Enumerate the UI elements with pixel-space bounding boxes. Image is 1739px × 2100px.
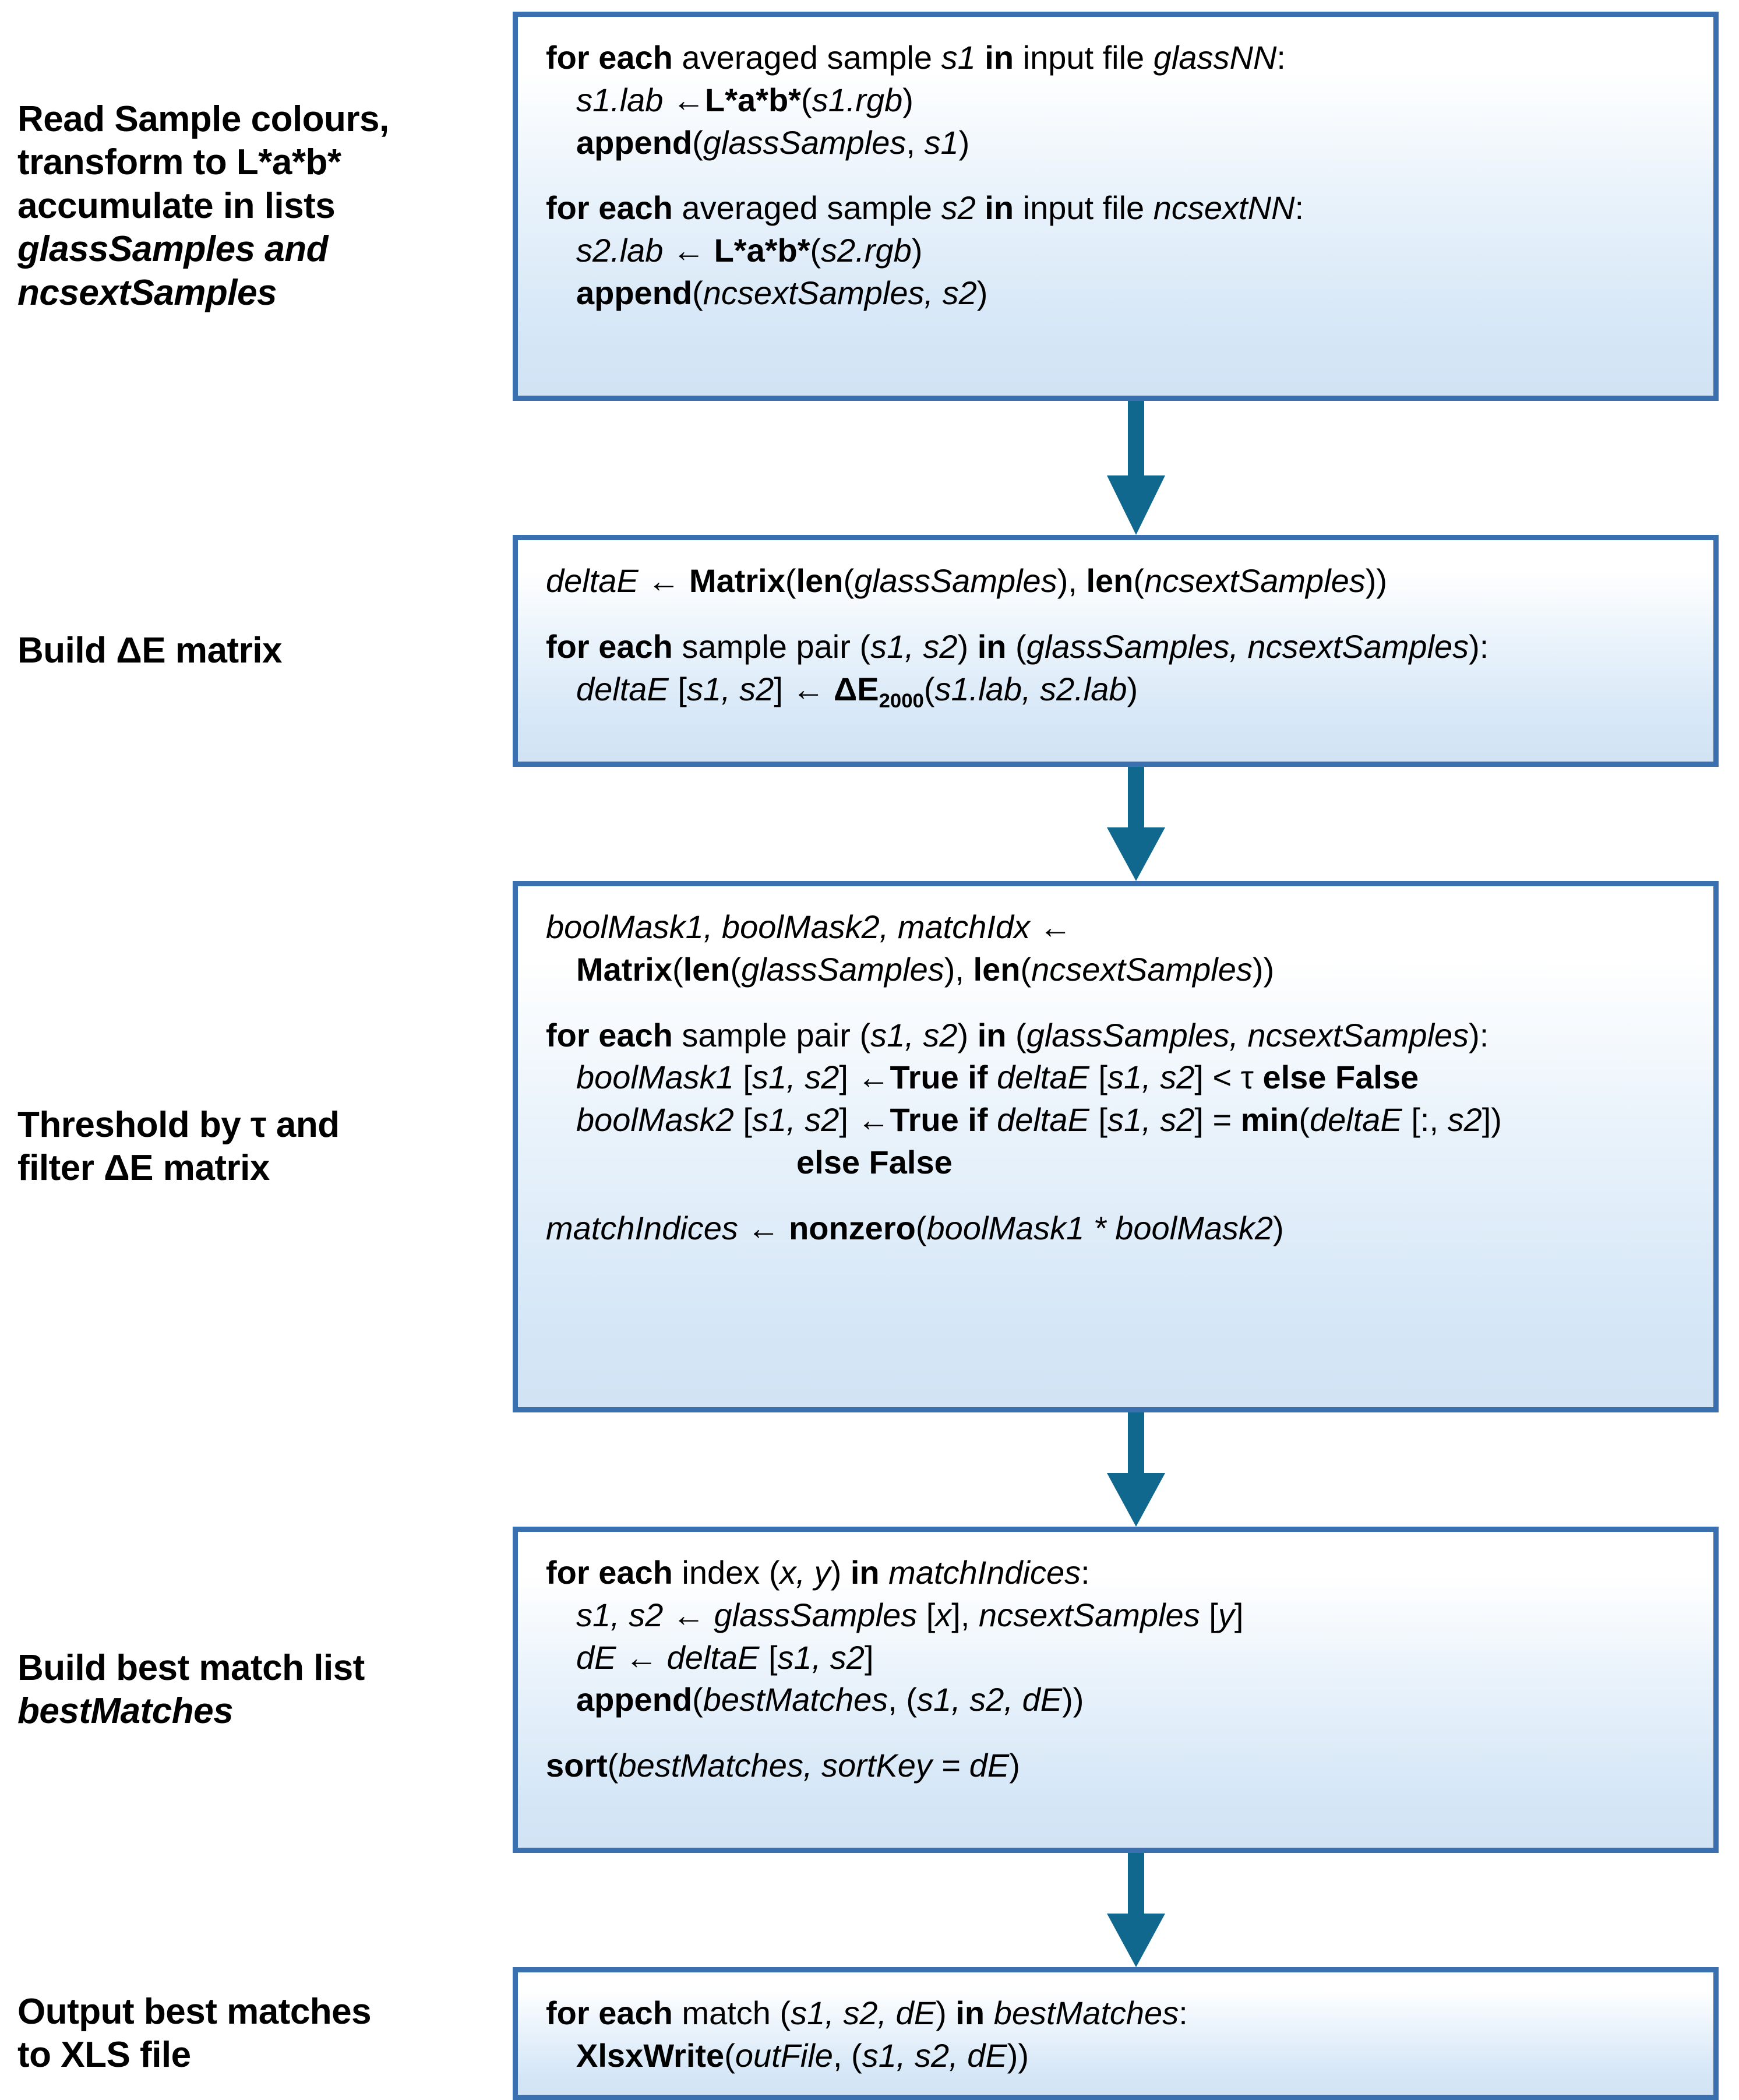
stage-label-1-line-4: glassSamples and	[17, 229, 329, 270]
stage-label-1: Read Sample colours, transform to L*a*b*…	[0, 98, 513, 315]
stage-label-1-line-3: accumulate in lists	[17, 185, 336, 226]
stage-label-1-line-5: ncsextSamples	[17, 272, 277, 313]
code-line: for each index (x, y) in matchIndices:	[546, 1554, 1090, 1591]
flowchart-diagram: Read Sample colours, transform to L*a*b*…	[0, 12, 1739, 2100]
stage-label-4: Build best match list bestMatches	[0, 1647, 513, 1733]
connector-arrow-3	[1101, 1412, 1171, 1527]
code-line: append(glassSamples, s1)	[576, 124, 970, 161]
stage-label-5-line-2: to XLS file	[17, 2035, 191, 2075]
code-spacer	[546, 991, 1690, 1014]
code-spacer	[546, 1721, 1690, 1745]
stage-label-5-line-1: Output best matches	[17, 1991, 372, 2032]
stage-row-5: Output best matches to XLS file for each…	[0, 1967, 1739, 2100]
code-line: else False	[796, 1143, 953, 1181]
stage-label-2: Build ΔE matrix	[0, 629, 513, 672]
stage-row-1: Read Sample colours, transform to L*a*b*…	[0, 12, 1739, 401]
stage-label-2-line-1: Build ΔE matrix	[17, 630, 282, 671]
code-spacer	[546, 1184, 1690, 1207]
code-line: Matrix(len(glassSamples), len(ncsextSamp…	[576, 950, 1275, 988]
stage-label-1-line-1: Read Sample colours,	[17, 99, 389, 140]
stage-label-1-line-2: transform to L*a*b*	[17, 142, 341, 183]
process-box-build-de-matrix: deltaE ← Matrix(len(glassSamples), len(n…	[513, 535, 1719, 767]
stage-label-4-line-2: bestMatches	[17, 1691, 234, 1731]
process-box-output-xls: for each match (s1, s2, dE) in bestMatch…	[513, 1967, 1719, 2100]
code-line: boolMask1, boolMask2, matchIdx ←	[546, 908, 1072, 945]
code-line: s2.lab ← L*a*b*(s2.rgb)	[576, 232, 923, 269]
code-line: for each averaged sample s2 in input fil…	[546, 189, 1304, 227]
connector-arrow-4	[1101, 1853, 1171, 1967]
process-box-read-samples: for each averaged sample s1 in input fil…	[513, 12, 1719, 401]
code-line: XlsxWrite(outFile, (s1, s2, dE))	[576, 2036, 1029, 2074]
code-line: matchIndices ← nonzero(boolMask1 * boolM…	[546, 1209, 1284, 1246]
code-line: for each match (s1, s2, dE) in bestMatch…	[546, 1995, 1188, 2031]
stage-label-3: Threshold by τ and filter ΔE matrix	[0, 1104, 513, 1190]
process-box-build-best-match-list: for each index (x, y) in matchIndices: s…	[513, 1527, 1719, 1853]
code-spacer	[546, 164, 1690, 187]
code-spacer	[546, 602, 1690, 626]
code-line: s1, s2 ← glassSamples [x], ncsextSamples…	[576, 1596, 1244, 1633]
code-line: dE ← deltaE [s1, s2]	[576, 1639, 874, 1676]
code-line: for each sample pair (s1, s2) in (glassS…	[546, 628, 1489, 665]
stage-label-3-line-1: Threshold by τ and	[17, 1104, 340, 1145]
code-line: for each sample pair (s1, s2) in (glassS…	[546, 1016, 1489, 1053]
code-line: boolMask1 [s1, s2] ←True if deltaE [s1, …	[576, 1059, 1419, 1096]
stage-row-2: Build ΔE matrix deltaE ← Matrix(len(glas…	[0, 535, 1739, 767]
connector-arrow-2	[1101, 767, 1171, 881]
stage-row-4: Build best match list bestMatches for ea…	[0, 1527, 1739, 1853]
code-line: append(bestMatches, (s1, s2, dE))	[576, 1681, 1084, 1718]
code-line: boolMask2 [s1, s2] ←True if deltaE [s1, …	[576, 1101, 1502, 1139]
stage-label-5: Output best matches to XLS file	[0, 1990, 513, 2077]
process-box-threshold-filter: boolMask1, boolMask2, matchIdx ← Matrix(…	[513, 881, 1719, 1412]
stage-label-3-line-2: filter ΔE matrix	[17, 1148, 270, 1188]
code-line: append(ncsextSamples, s2)	[576, 274, 988, 311]
code-line: deltaE ← Matrix(len(glassSamples), len(n…	[546, 562, 1388, 599]
code-line: deltaE [s1, s2] ← ΔE2000(s1.lab, s2.lab)	[576, 670, 1138, 712]
code-line: sort(bestMatches, sortKey = dE)	[546, 1747, 1020, 1784]
stage-label-4-line-1: Build best match list	[17, 1647, 365, 1688]
connector-arrow-1	[1101, 401, 1171, 535]
code-line: for each averaged sample s1 in input fil…	[546, 39, 1286, 76]
code-line: s1.lab ←L*a*b*(s1.rgb)	[576, 81, 913, 118]
stage-row-3: Threshold by τ and filter ΔE matrix bool…	[0, 881, 1739, 1412]
